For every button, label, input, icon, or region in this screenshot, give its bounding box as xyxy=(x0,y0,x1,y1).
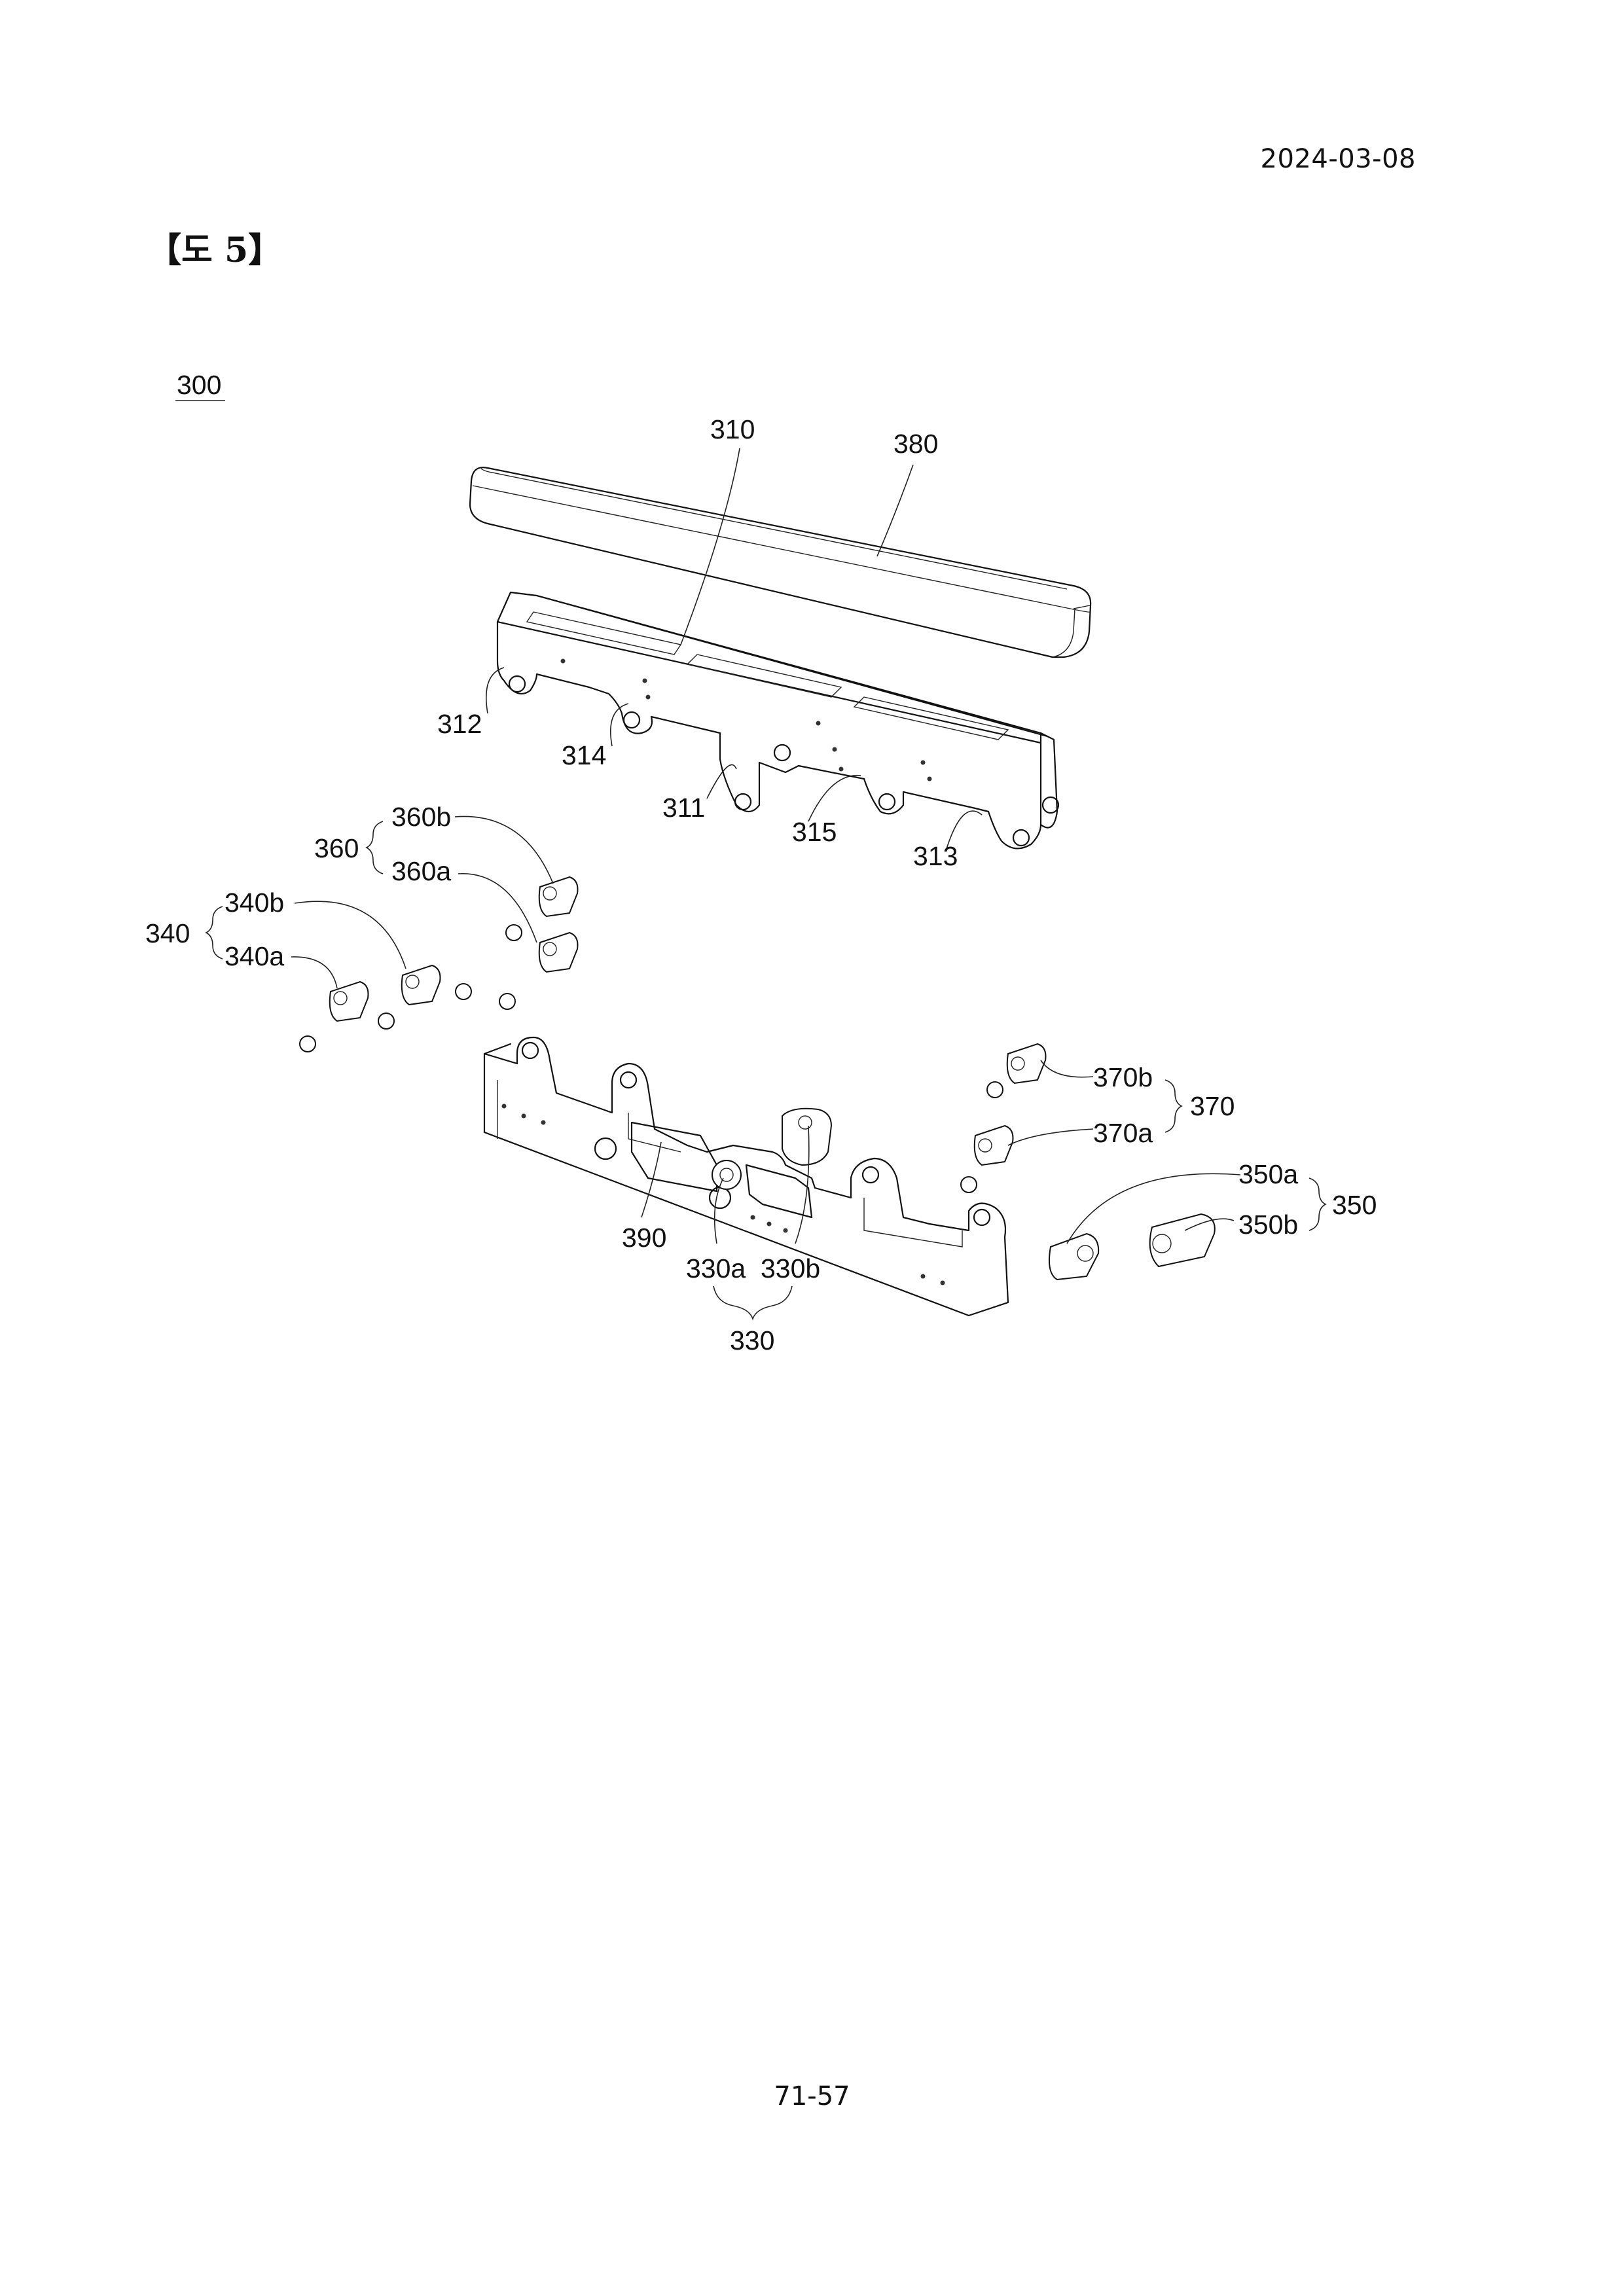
label-370b: 370b xyxy=(1093,1062,1153,1092)
label-380: 380 xyxy=(893,429,938,459)
label-350b: 350b xyxy=(1238,1210,1298,1240)
label-370: 370 xyxy=(1190,1091,1235,1121)
label-330a: 330a xyxy=(686,1253,746,1283)
label-315: 315 xyxy=(792,817,837,847)
page-number: 71-57 xyxy=(774,2081,850,2111)
leader-lines xyxy=(205,448,1327,1321)
upper-frame xyxy=(496,591,1060,850)
label-370a: 370a xyxy=(1093,1118,1153,1148)
label-360: 360 xyxy=(314,833,359,863)
bushings xyxy=(299,876,1216,1281)
label-360a: 360a xyxy=(391,856,451,886)
label-350a: 350a xyxy=(1238,1159,1298,1189)
label-314: 314 xyxy=(562,740,606,770)
label-390: 390 xyxy=(622,1223,666,1253)
label-360b: 360b xyxy=(391,802,451,832)
label-313: 313 xyxy=(913,841,958,871)
cushion-pad xyxy=(469,467,1092,658)
label-311: 311 xyxy=(662,793,705,823)
label-340b: 340b xyxy=(225,888,284,918)
document-date: 2024-03-08 xyxy=(1260,144,1416,174)
label-340: 340 xyxy=(145,918,190,948)
label-330: 330 xyxy=(730,1325,774,1355)
reference-labels: 310 380 312 314 311 315 313 360 360b 360… xyxy=(145,414,1377,1355)
label-312: 312 xyxy=(437,709,482,739)
label-310: 310 xyxy=(710,414,755,444)
label-330b: 330b xyxy=(761,1253,820,1283)
label-350: 350 xyxy=(1332,1190,1377,1220)
figure-title: 【도 5】 xyxy=(147,230,283,270)
assembly-ref-label: 300 xyxy=(177,370,221,400)
lower-frame xyxy=(483,1036,1009,1317)
label-340a: 340a xyxy=(225,941,284,971)
